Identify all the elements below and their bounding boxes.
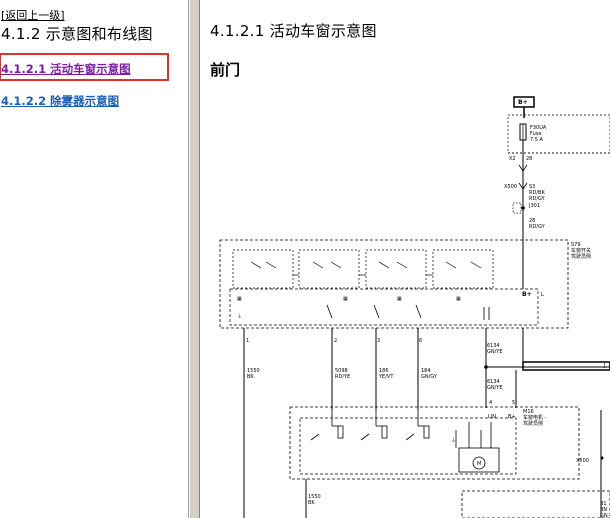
- motor-inner-box: [299, 417, 517, 475]
- splice-j301: J301: [528, 203, 540, 209]
- svg-text:▦: ▦: [343, 296, 348, 302]
- pin-2: 2: [334, 338, 337, 344]
- wire-184: 184: [421, 368, 431, 374]
- module-s79-desc1: 车窗开关: [571, 247, 591, 254]
- pin-3: 3: [377, 338, 380, 344]
- selection-highlight: [0, 53, 169, 81]
- wire-1550b-color: BK: [308, 500, 315, 506]
- wire-186: 186: [379, 368, 389, 374]
- motor-module-desc2: 驾驶员侧: [523, 420, 543, 427]
- wire-1550: 1550: [247, 368, 260, 374]
- motor-symbol: [472, 456, 486, 470]
- connector-x500: X500: [504, 184, 517, 190]
- toc-panel: [返回上一级] 4.1.2 示意图和布线图 4.1.2.1 活动车窗示意图 4.…: [0, 0, 189, 518]
- wire-6134a: 6134: [487, 343, 500, 349]
- wire-5098-color: RD/YE: [335, 374, 350, 380]
- wire-6134a-color: GN/YE: [487, 349, 503, 355]
- splice-box: [512, 202, 522, 214]
- connector-j: J: [603, 363, 605, 369]
- pin-5: 5: [512, 400, 515, 406]
- svg-text:▦: ▦: [397, 296, 402, 302]
- switch-contacts: [232, 249, 494, 289]
- wiring-diagram: B+ F30UA Fuse 7.5 A X2 28 X500 S3 RD/BK …: [219, 96, 610, 518]
- fuse-rating: 7.5 A: [530, 137, 544, 143]
- wire-6134b: 6134: [487, 379, 500, 385]
- toc-link-defogger[interactable]: 4.1.2.2 除雾器示意图: [1, 94, 120, 108]
- pin-l: L: [541, 292, 544, 298]
- wire-right: BN: [600, 507, 607, 513]
- switch-module-box: [219, 239, 569, 329]
- svg-text:▦: ▦: [237, 296, 242, 302]
- pin-bplus2: B+: [508, 414, 516, 420]
- svg-text:⏚: ⏚: [237, 313, 242, 320]
- pin-lin: LIN: [488, 414, 496, 420]
- motor-label: M: [477, 461, 481, 467]
- page-title: 4.1.2.1 活动车窗示意图: [210, 22, 377, 40]
- connector-x2: X2: [509, 156, 516, 162]
- section-title: 4.1.2 示意图和布线图: [1, 25, 153, 43]
- module-s79-desc2: 驾驶员侧: [571, 253, 591, 260]
- motor-module-desc1: 车窗电机 -: [523, 414, 547, 421]
- page-subtitle: 前门: [210, 61, 241, 79]
- pin-28: 28: [526, 156, 532, 162]
- wire-186-color: YE/VT: [378, 374, 394, 380]
- pin-1: 1: [246, 338, 249, 344]
- svg-text:▦: ▦: [456, 296, 461, 302]
- wire-top1: RD/BK: [529, 190, 545, 196]
- pin-6: 6: [419, 338, 422, 344]
- svg-text:⏚: ⏚: [451, 437, 456, 444]
- wire-top1b: RD/GY: [529, 196, 546, 202]
- fuse-block: [507, 114, 610, 154]
- fuse-name: F30UA: [530, 125, 547, 131]
- battery-label: B+: [518, 99, 528, 106]
- switch-inner-box: [229, 288, 539, 326]
- connector-b1: B1: [600, 501, 607, 507]
- wire-184-color: GN/GY: [421, 374, 438, 380]
- wire-1550-color: BK: [247, 374, 254, 380]
- wire-top2-num: 28: [529, 218, 535, 224]
- frame-splitter[interactable]: [189, 0, 200, 518]
- lower-module-box: [461, 490, 610, 518]
- pin-s3: S3: [529, 184, 535, 190]
- wire-top2: RD/GY: [529, 224, 546, 230]
- motor-module: M16: [523, 409, 534, 415]
- back-link[interactable]: [返回上一级]: [1, 9, 65, 22]
- pin-bplus: B+: [522, 291, 532, 298]
- wire-5098: 5098: [335, 368, 348, 374]
- motor-module-box: [289, 406, 580, 480]
- module-s79: S79: [571, 242, 581, 248]
- wire-6134b-color: GN/YE: [487, 385, 503, 391]
- toc-link-power-window[interactable]: 4.1.2.1 活动车窗示意图: [1, 62, 131, 76]
- wire-right2: GN: [600, 513, 608, 518]
- wire-1550b: 1550: [308, 494, 321, 500]
- fuse-word: Fuse: [530, 131, 541, 137]
- pin-4: 4: [489, 400, 492, 406]
- connector-x500b: X500: [576, 458, 589, 464]
- content-panel: 4.1.2.1 活动车窗示意图 前门 B+ F30UA Fuse 7.5 A X…: [201, 0, 610, 518]
